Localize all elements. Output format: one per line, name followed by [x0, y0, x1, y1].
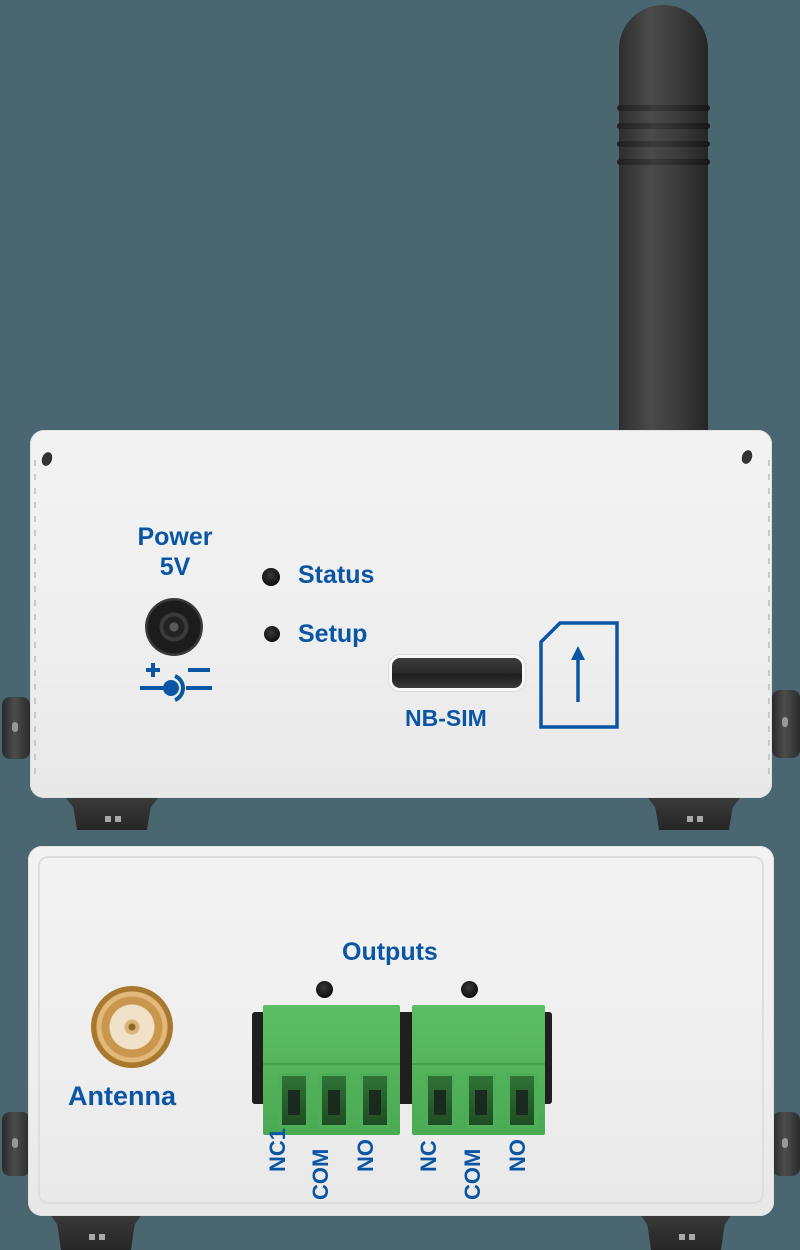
sim-card-slot[interactable]: [392, 658, 522, 688]
pin-label-nc1: NC1: [265, 1127, 290, 1172]
pin-label-com2: COM: [460, 1148, 485, 1200]
side-foot-right: [772, 690, 800, 758]
bottom-foot: [648, 798, 740, 830]
bottom-foot: [640, 1214, 732, 1250]
terminal-block-1[interactable]: [263, 1005, 400, 1135]
antenna-ring: [617, 141, 710, 147]
status-led: [262, 568, 280, 586]
pin-label-no2: NO: [505, 1139, 530, 1172]
output-1-led: [316, 981, 333, 998]
power-title: Power: [137, 523, 213, 551]
output-2-led: [461, 981, 478, 998]
power-label: Power 5V: [120, 522, 230, 582]
antenna-label: Antenna: [68, 1081, 176, 1111]
terminal-port-no2[interactable]: [507, 1073, 537, 1128]
pin-label-no1: NO: [353, 1139, 378, 1172]
side-foot-left: [2, 1112, 30, 1176]
status-label: Status: [298, 561, 375, 589]
terminal-block-2[interactable]: [412, 1005, 545, 1135]
terminal-step: [263, 1063, 400, 1065]
antenna-ring: [617, 123, 710, 129]
screw-hole: [739, 448, 755, 466]
antenna-ring: [617, 105, 710, 111]
power-voltage: 5V: [159, 553, 191, 581]
panel-bezel: [38, 856, 764, 1204]
sim-label: NB-SIM: [405, 705, 487, 731]
antenna-rod: [617, 5, 710, 445]
pin-label-nc2: NC: [416, 1140, 441, 1172]
panel-seam: [34, 460, 36, 780]
antenna-ring: [617, 159, 710, 165]
outputs-label: Outputs: [342, 938, 438, 966]
terminal-port-nc1[interactable]: [279, 1073, 309, 1128]
terminal-step: [412, 1063, 545, 1065]
screw-hole: [39, 450, 55, 468]
side-foot-right: [772, 1112, 800, 1176]
panel-seam: [768, 460, 770, 780]
pin-label-com1: COM: [308, 1148, 333, 1200]
front-panel: [30, 430, 772, 798]
sma-antenna-connector[interactable]: [91, 986, 173, 1068]
dc-polarity-icon: [140, 663, 212, 702]
side-foot-left: [2, 697, 30, 759]
terminal-port-com1[interactable]: [319, 1073, 349, 1128]
setup-label: Setup: [298, 620, 368, 648]
bottom-foot: [50, 1214, 142, 1250]
terminal-port-nc2[interactable]: [425, 1073, 455, 1128]
dc-power-jack[interactable]: [145, 598, 203, 656]
bottom-foot: [66, 798, 158, 830]
terminal-port-no1[interactable]: [360, 1073, 390, 1128]
setup-button[interactable]: [264, 626, 280, 642]
sim-card-insert-icon: [539, 621, 619, 729]
terminal-port-com2[interactable]: [466, 1073, 496, 1128]
